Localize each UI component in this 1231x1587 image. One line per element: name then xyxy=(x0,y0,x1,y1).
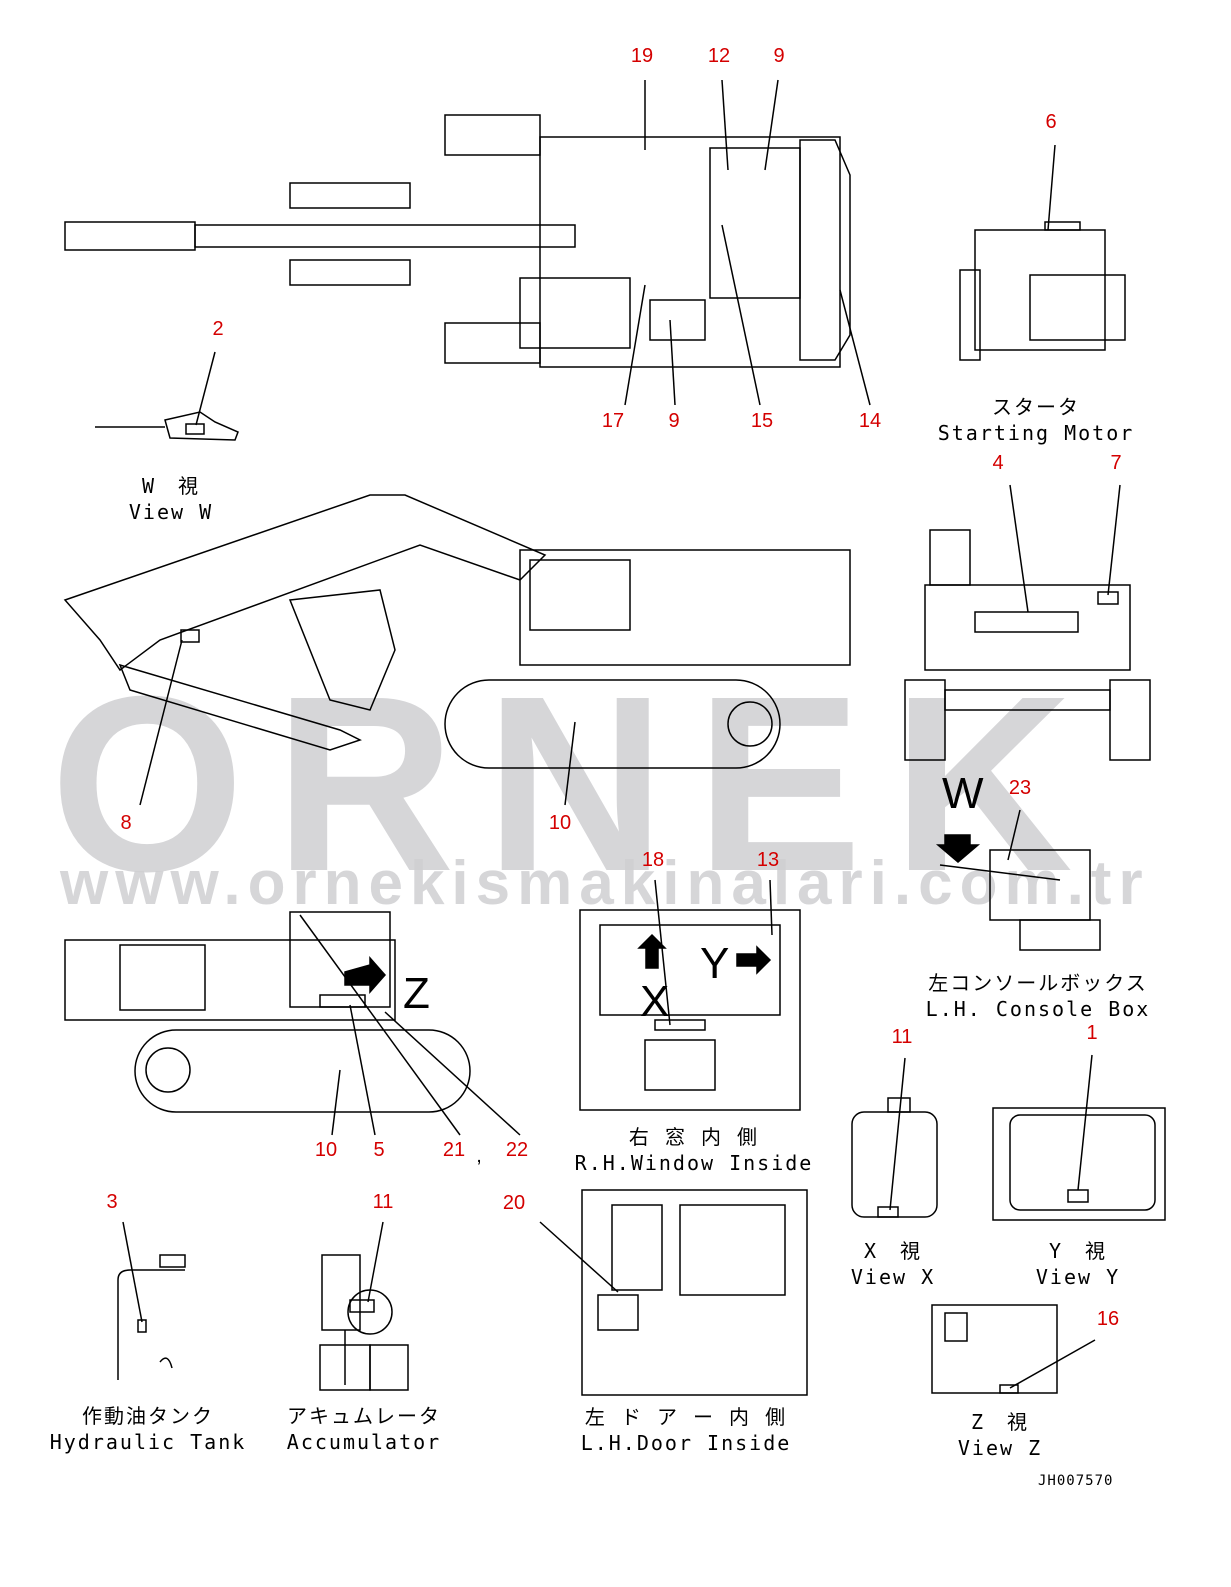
callout-19: 19 xyxy=(630,45,654,67)
caption-en: View Z xyxy=(957,1436,1043,1460)
view-letter-y: Y xyxy=(700,939,730,988)
hydraulic-tank-drawing xyxy=(117,1254,186,1380)
caption-jp: 左コンソールボックス xyxy=(928,971,1148,995)
caption-en: View Y xyxy=(1035,1265,1121,1289)
caption-jp: Y 視 xyxy=(1048,1239,1108,1263)
caption-en: L.H.Door Inside xyxy=(580,1431,792,1455)
leader-lines xyxy=(122,79,1121,1389)
callout-20: 20 xyxy=(502,1192,526,1214)
caption-en: Accumulator xyxy=(286,1430,442,1454)
watermark-brand: ORNEK xyxy=(50,644,1103,923)
lh-door-drawing xyxy=(581,1189,808,1396)
caption-en: Starting Motor xyxy=(937,421,1135,445)
rear-view-drawing xyxy=(904,529,1151,761)
callout-3: 3 xyxy=(106,1191,118,1213)
callout-2: 2 xyxy=(212,318,224,340)
view-w-drawing xyxy=(95,411,239,441)
caption-jp: Z 視 xyxy=(970,1410,1030,1434)
caption-jp: スタータ xyxy=(991,395,1080,419)
rh-window-drawing xyxy=(579,909,801,1111)
view-letter-z: Z xyxy=(403,969,430,1018)
callout-5: 5 xyxy=(373,1139,385,1161)
callout-23: 23 xyxy=(1008,777,1032,799)
callout-11: 11 xyxy=(372,1191,394,1213)
watermark-url: www.ornekismakinalari.com.tr xyxy=(60,849,1150,918)
callout-1: 1 xyxy=(1086,1022,1098,1044)
callout-8: 8 xyxy=(120,812,132,834)
callout-10: 10 xyxy=(314,1139,338,1161)
callout-10: 10 xyxy=(548,812,572,834)
caption-jp: 右 窓 内 側 xyxy=(628,1125,760,1149)
callout-18: 18 xyxy=(641,849,665,871)
caption-jp: 作動油タンク xyxy=(81,1404,214,1428)
view-letter-w: W xyxy=(942,769,984,818)
left-side-excavator xyxy=(64,911,471,1113)
caption-en: View W xyxy=(128,500,214,524)
callout-4: 4 xyxy=(992,452,1004,474)
callout-16: 16 xyxy=(1096,1308,1120,1330)
accumulator-drawing xyxy=(319,1254,409,1391)
callout-15: 15 xyxy=(750,410,774,432)
caption-en: R.H.Window Inside xyxy=(574,1151,814,1175)
view-letter-x: X xyxy=(640,977,670,1026)
console-box-drawing xyxy=(935,834,1101,951)
caption-en: Hydraulic Tank xyxy=(49,1430,247,1454)
side-view-excavator xyxy=(63,494,851,769)
callout-22: 22 xyxy=(505,1139,529,1161)
callout-12: 12 xyxy=(707,45,731,67)
caption-en: View X xyxy=(850,1265,936,1289)
top-view-excavator xyxy=(64,114,851,368)
caption-jp: アキュムレータ xyxy=(286,1404,441,1428)
caption-jp: 左 ド ア ー 内 側 xyxy=(584,1405,788,1429)
callout-13: 13 xyxy=(756,849,780,871)
callout-6: 6 xyxy=(1045,111,1057,133)
callout-17: 17 xyxy=(601,410,625,432)
callout-separator: , xyxy=(476,1145,482,1167)
callout-9: 9 xyxy=(668,410,680,432)
drawing-code: JH007570 xyxy=(1038,1473,1114,1489)
callout-9: 9 xyxy=(773,45,785,67)
view-z-drawing xyxy=(931,1304,1058,1394)
callout-11: 11 xyxy=(891,1026,913,1048)
callout-7: 7 xyxy=(1110,452,1122,474)
starting-motor-drawing xyxy=(959,221,1126,361)
caption-en: L.H. Console Box xyxy=(925,997,1151,1021)
view-y-drawing xyxy=(992,1107,1166,1221)
caption-jp: X 視 xyxy=(863,1239,923,1263)
callout-14: 14 xyxy=(858,410,882,432)
caption-jp: W 視 xyxy=(141,474,201,498)
callout-21: 21 xyxy=(442,1139,466,1161)
